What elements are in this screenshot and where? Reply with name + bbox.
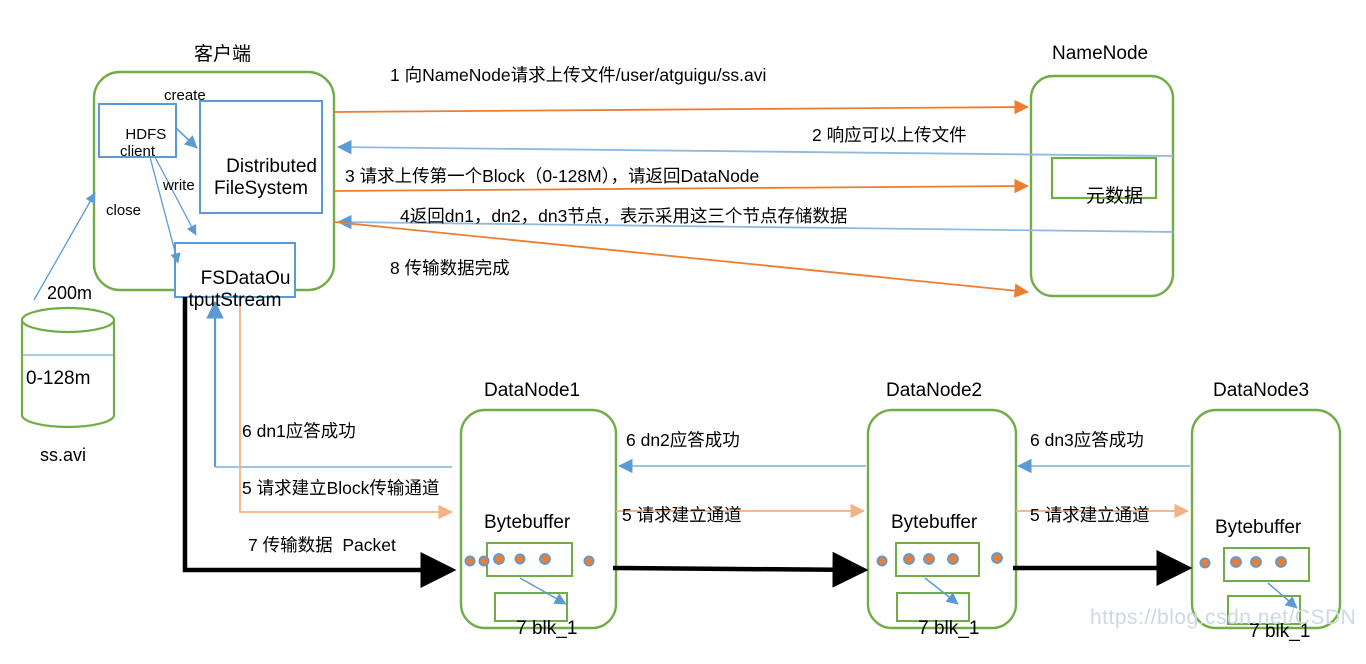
file-block-label: 0-128m: [26, 368, 91, 389]
step-6-dn2-label: 6 dn2应答成功: [626, 430, 740, 450]
datanode3-title: DataNode3: [1213, 380, 1310, 401]
datanode2-title: DataNode2: [886, 380, 983, 401]
step-3-label: 3 请求上传第一个Block（0-128M），请返回DataNode: [345, 166, 760, 186]
namenode-title: NameNode: [1052, 43, 1149, 64]
step-6-dn3-label: 6 dn3应答成功: [1030, 430, 1144, 450]
client-title: 客户端: [194, 44, 252, 65]
datanode1-title: DataNode1: [484, 380, 581, 401]
step-7-packet-label: 7 传输数据 Packet: [248, 535, 396, 555]
diagram-vector-layer: [20, 70, 1342, 630]
client-inner-boxes: [98, 100, 323, 298]
step-5-dn2-label: 5 请求建立通道: [622, 505, 742, 525]
hdfs-client-box-label: HDFS client: [119, 125, 167, 160]
namenode-metadata-label: 元数据: [1086, 186, 1144, 208]
step-4-label: 4返回dn1，dn2，dn3节点，表示采用这三个节点存储数据: [400, 206, 848, 226]
step-5-dn1-label: 5 请求建立Block传输通道: [242, 478, 440, 498]
close-edge-label: close: [106, 202, 142, 219]
file-name-label: ss.avi: [40, 445, 87, 465]
hdfs-write-flow-diagram: 客户端 HDFS client Distributed FileSystem F…: [20, 43, 1357, 643]
step-1-label: 1 向NameNode请求上传文件/user/atguigu/ss.avi: [390, 65, 767, 85]
csdn-watermark: https://blog.csdn.net/CSDN: [1090, 606, 1357, 629]
datanode3-packet-dots: [1199, 556, 1287, 569]
step-8-label: 8 传输数据完成: [390, 258, 510, 278]
client-internal-arrows: [149, 127, 198, 264]
fsdataoutputstream-box-label: FSDataOu tputStream: [188, 268, 291, 311]
datanode1-bytebuffer-label: Bytebuffer: [484, 512, 571, 533]
step-2-label: 2 响应可以上传文件: [812, 125, 967, 145]
step-6-dn1-label: 6 dn1应答成功: [242, 421, 356, 441]
datanode3-container: [1190, 408, 1342, 630]
datanode2-block-label: 7 blk_1: [918, 618, 980, 640]
datanode2-packet-dots: [876, 552, 1003, 567]
datanode2-bytebuffer-label: Bytebuffer: [891, 512, 978, 533]
dn1-dn2-arrows: [612, 458, 869, 588]
step-5-dn3-label: 5 请求建立通道: [1030, 505, 1150, 525]
datanode1-block-label: 7 blk_1: [516, 618, 578, 640]
create-edge-label: create: [164, 87, 206, 104]
datanode1-packet-dots: [464, 553, 595, 567]
distributed-filesystem-box-label: Distributed FileSystem: [214, 156, 317, 199]
datanode1-container: [459, 408, 618, 630]
datanode2-container: [866, 408, 1018, 630]
write-edge-label: write: [163, 177, 195, 194]
file-cylinder: [20, 306, 116, 429]
dn2-dn3-arrows: [1013, 458, 1193, 586]
stream-down-lines: [182, 297, 457, 588]
file-size-label: 200m: [47, 283, 93, 303]
close-arrow: [33, 192, 96, 301]
datanode3-bytebuffer-label: Bytebuffer: [1215, 517, 1302, 538]
namenode-container: [1029, 74, 1175, 298]
client-namenode-arrows: [333, 99, 1174, 298]
